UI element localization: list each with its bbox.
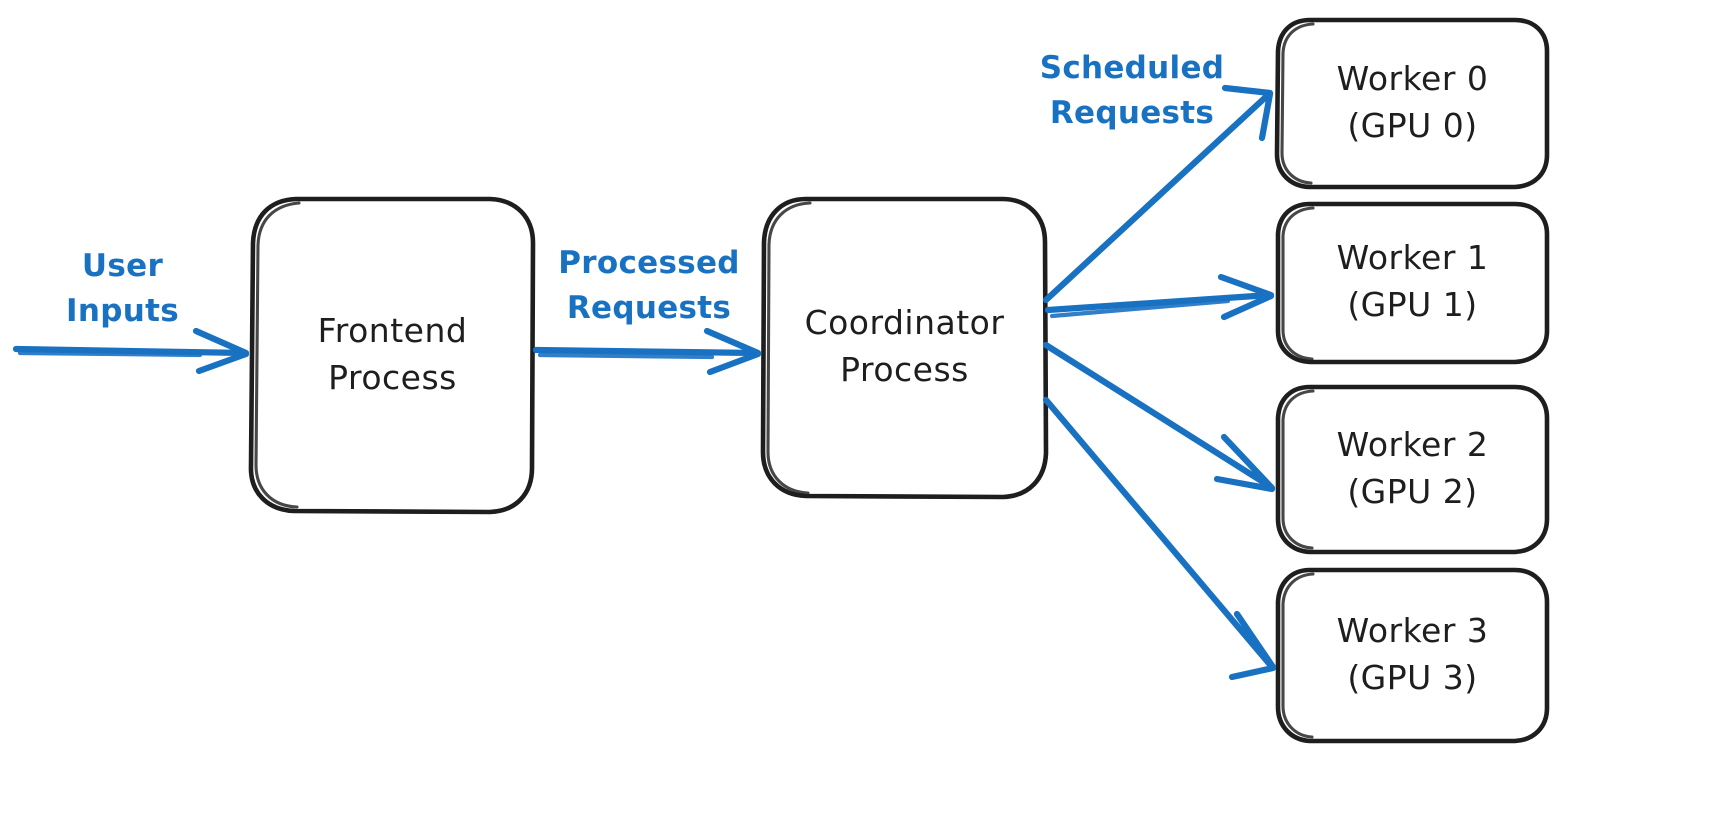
node-worker-3[interactable] (1275, 567, 1550, 744)
user-inputs-line-1: User (81, 248, 164, 285)
edge-user-to-frontend (12, 327, 250, 375)
edge-coordinator-to-worker0 (1042, 84, 1274, 304)
processed-requests-line-1: Processed (558, 245, 740, 282)
scheduled-requests-line-2: Requests (1049, 95, 1215, 131)
edge-label-processed-requests: Processed Requests (549, 240, 749, 332)
node-worker-2[interactable] (1275, 384, 1550, 555)
edge-coordinator-to-worker1 (1044, 273, 1275, 321)
edge-label-user-inputs: User Inputs (40, 243, 205, 335)
node-coordinator-process[interactable] (760, 196, 1049, 500)
node-worker-0[interactable] (1274, 17, 1550, 190)
node-worker-1[interactable] (1275, 201, 1550, 365)
node-frontend-process[interactable] (248, 196, 536, 515)
user-inputs-line-2: Inputs (66, 293, 179, 329)
edge-coordinator-to-worker3 (1042, 396, 1277, 681)
scheduled-requests-line-1: Scheduled (1039, 50, 1225, 87)
processed-requests-line-2: Requests (566, 290, 732, 326)
edge-frontend-to-coordinator (532, 327, 762, 376)
edge-label-scheduled-requests: Scheduled Requests (1036, 45, 1228, 137)
edge-coordinator-to-worker2 (1042, 341, 1276, 493)
